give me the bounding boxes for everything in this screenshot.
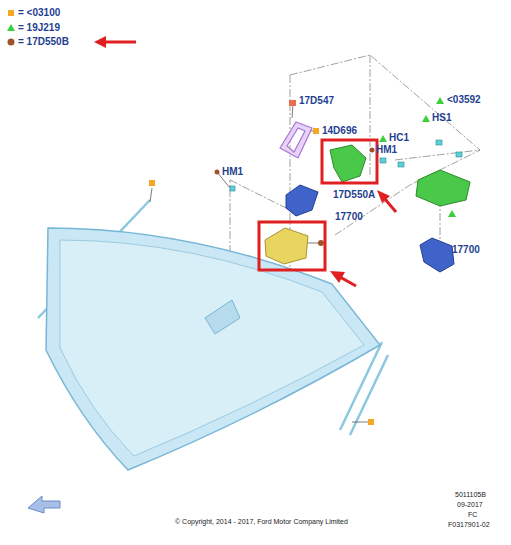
callout-number: HM1 <box>376 145 397 155</box>
highlight-box <box>322 140 377 183</box>
view-arrow <box>28 496 60 513</box>
highlight-box <box>259 222 325 270</box>
legend-text: = <03100 <box>18 8 60 18</box>
legend-text: = 17D550B <box>18 37 69 47</box>
cover <box>265 228 308 264</box>
callout-number: 17700 <box>452 245 480 255</box>
drawing-note: FC <box>468 511 477 518</box>
drawing-note: 09-2017 <box>457 501 483 508</box>
callout-number: HS1 <box>432 113 451 123</box>
sensor-frame <box>280 122 312 158</box>
windshield-inner <box>60 240 364 456</box>
legend-triangle <box>7 24 15 31</box>
callout-number: HC1 <box>389 133 409 143</box>
windshield <box>46 228 380 470</box>
callout-number: 14D696 <box>322 126 357 136</box>
mirror <box>420 238 454 272</box>
drawing-note: 5011105B <box>455 491 486 498</box>
callout-number: 17700 <box>335 212 363 222</box>
callout-number: 17D547 <box>299 96 334 106</box>
bracket <box>330 145 366 182</box>
sensor-window <box>205 300 240 334</box>
callout-number: HM1 <box>222 167 243 177</box>
legend-circle <box>8 39 15 46</box>
drawing-note: F0317901-02 <box>448 521 490 528</box>
connector-part <box>230 140 462 191</box>
legend-square <box>8 10 14 16</box>
mirror-mount <box>286 185 318 216</box>
copyright-note: © Copyright, 2014 - 2017, Ford Motor Com… <box>175 518 348 525</box>
legend-text: = 19J219 <box>18 23 60 33</box>
red-arrow <box>94 36 136 48</box>
bracket <box>416 170 470 206</box>
callout-number: <03592 <box>447 95 481 105</box>
callout-number: 17D550A <box>333 190 375 200</box>
